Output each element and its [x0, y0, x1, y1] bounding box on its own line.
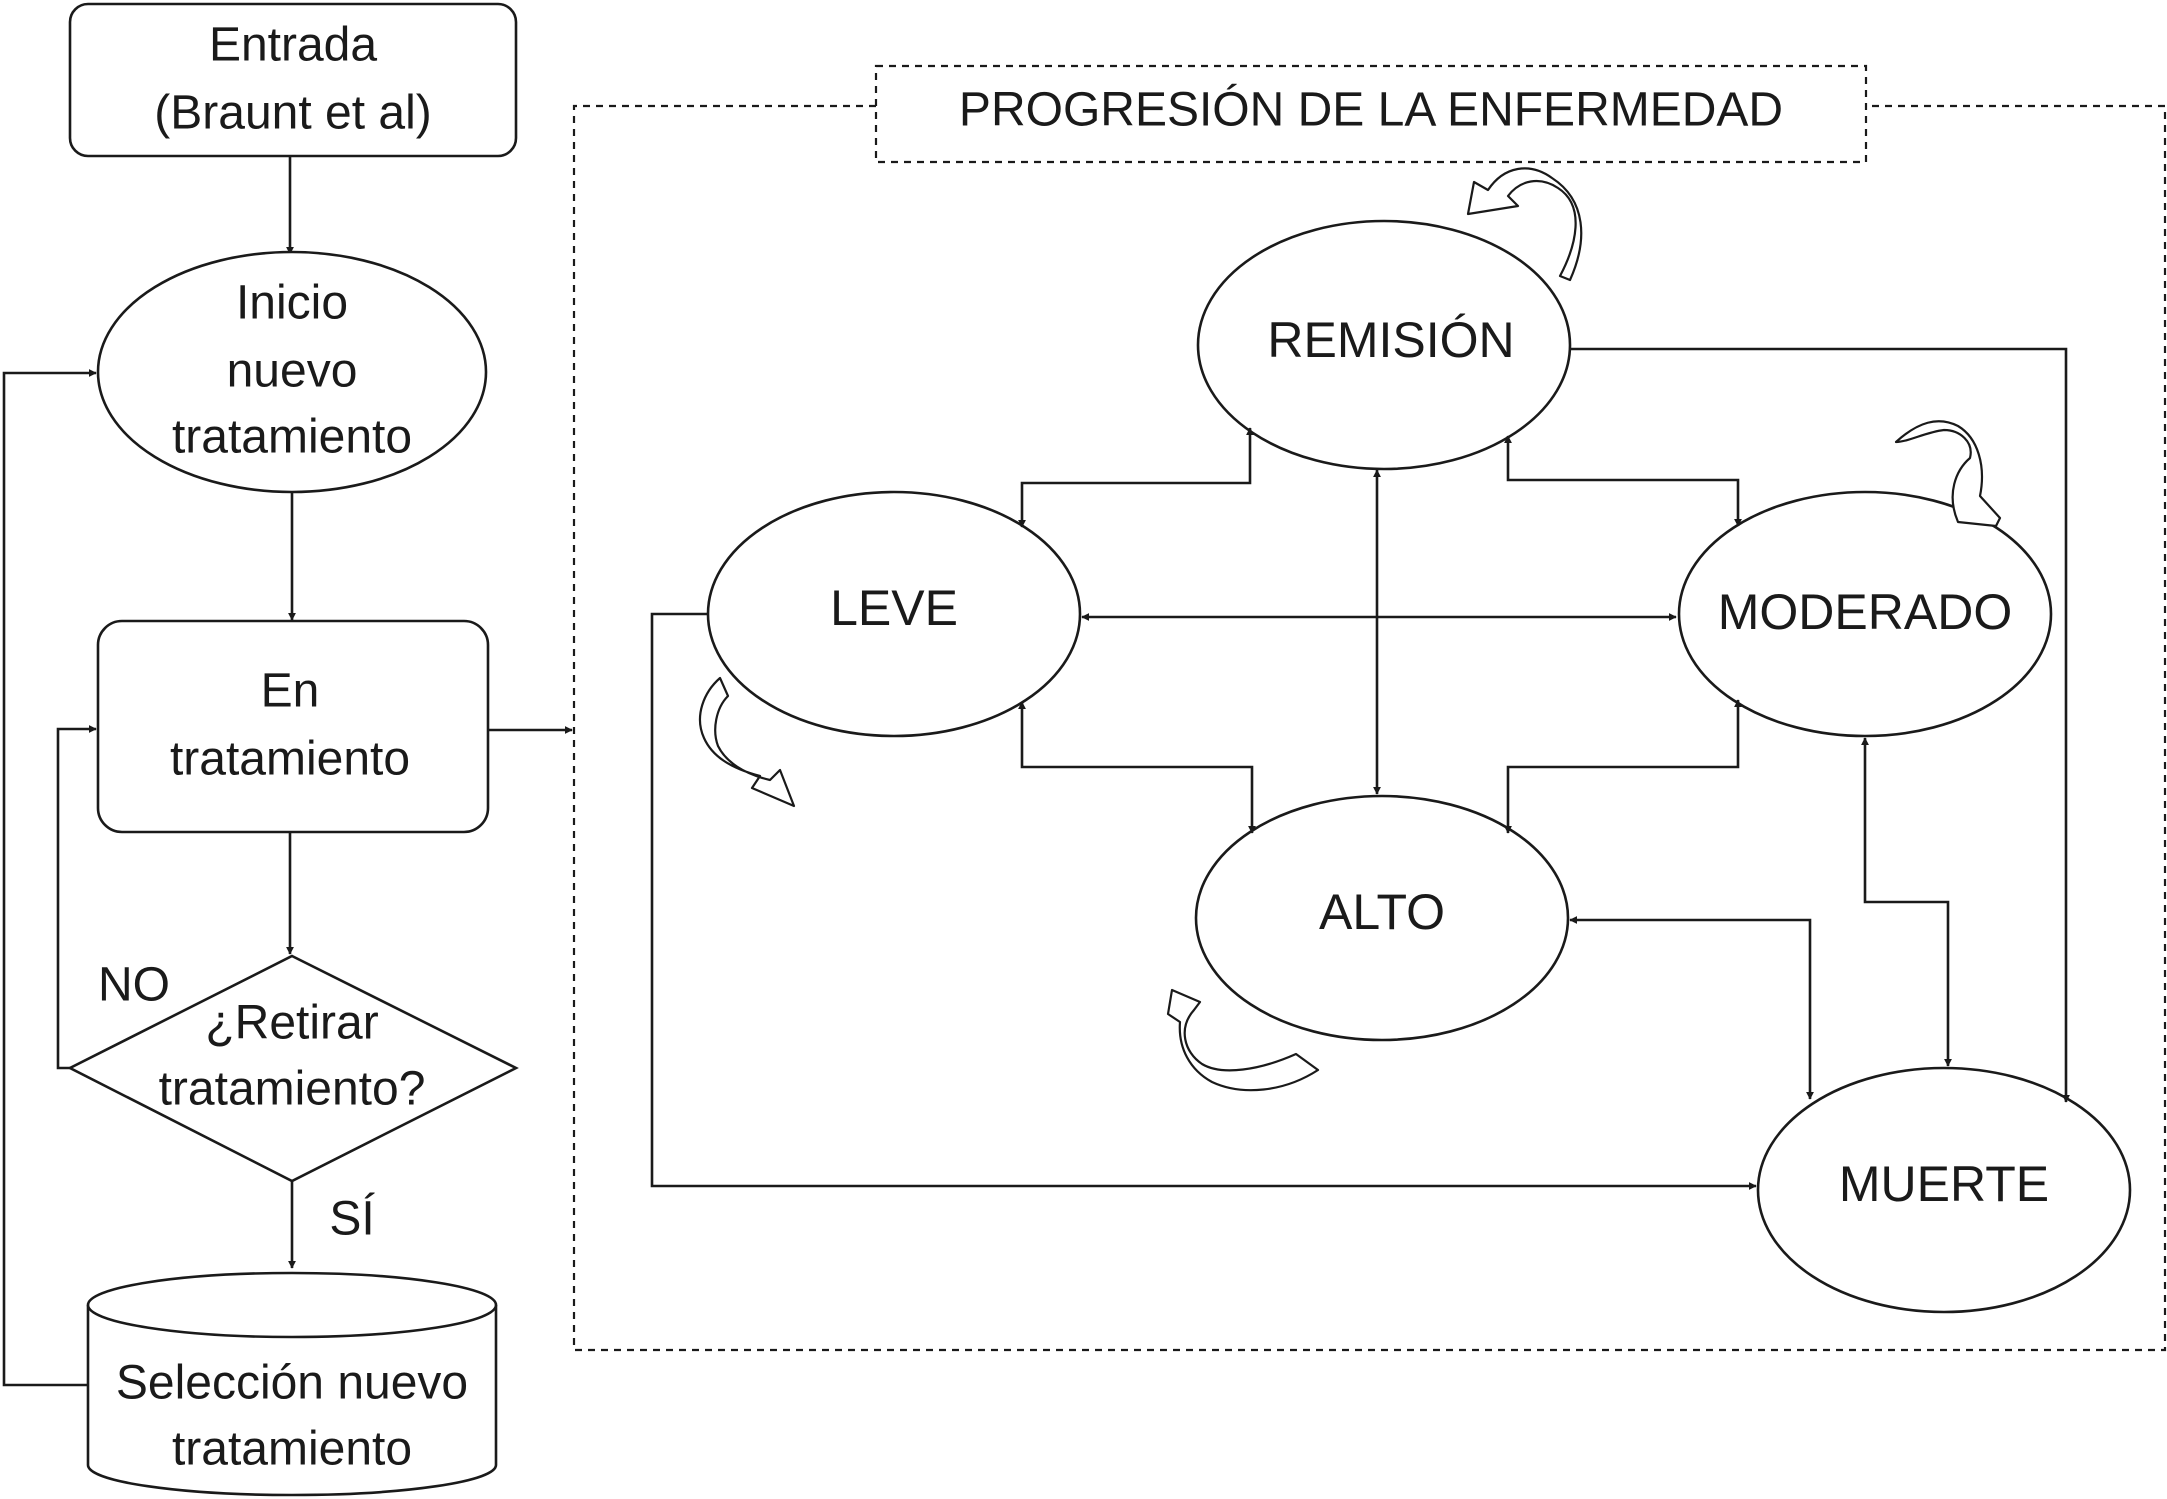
state-muerte: MUERTE: [1756, 1066, 2132, 1314]
transition-remision-muerte: [1570, 347, 2070, 1103]
decision-line1: ¿Retirar: [205, 997, 378, 1050]
state-muerte-label: MUERTE: [1839, 1156, 2049, 1212]
transition-moderado-muerte: [1861, 737, 1952, 1067]
en-tratamiento-line1: En: [261, 665, 320, 718]
entrada-line1: Entrada: [209, 19, 377, 72]
seleccion-line2: tratamiento: [172, 1423, 412, 1476]
progression-dashed-border: [572, 104, 2167, 1352]
seleccion-cylinder: Selección nuevo tratamiento: [86, 1271, 498, 1497]
state-alto: ALTO: [1194, 794, 1570, 1042]
progression-title: PROGRESIÓN DE LA ENFERMEDAD: [959, 83, 1783, 137]
arrow-seleccion-back-to-inicio: [2, 369, 97, 1387]
transition-moderado-alto: [1504, 699, 1742, 834]
en-tratamiento-line2: tratamiento: [170, 733, 410, 786]
retirar-decision-diamond: ¿Retirar tratamiento?: [67, 954, 519, 1183]
decision-yes-label: SÍ: [329, 1193, 375, 1246]
entrada-line2: (Braunt et al): [154, 87, 431, 140]
leve-self-loop-arrow: [699, 676, 796, 808]
state-leve: LEVE: [706, 490, 1082, 738]
transition-alto-muerte: [1569, 916, 1814, 1100]
transition-remision-leve: [1018, 427, 1254, 528]
progression-panel: PROGRESIÓN DE LA ENFERMEDAD REMISIÓN LEV…: [572, 64, 2167, 1352]
transition-remision-moderado: [1504, 435, 1742, 527]
arrow-no-back-to-tratamiento: [56, 725, 97, 1070]
transition-leve-muerte: [650, 612, 1757, 1190]
en-tratamiento-box: En tratamiento: [96, 619, 490, 834]
state-moderado-label: MODERADO: [1718, 584, 2012, 640]
decision-no-label: NO: [98, 959, 170, 1012]
seleccion-line1: Selección nuevo: [116, 1357, 468, 1410]
entrada-box: Entrada (Braunt et al): [68, 2, 518, 158]
inicio-ellipse: Inicio nuevo tratamiento: [96, 250, 488, 494]
decision-line2: tratamiento?: [159, 1063, 426, 1116]
inicio-line1: Inicio: [236, 277, 348, 330]
remision-self-loop-arrow: [1466, 167, 1583, 282]
moderado-self-loop-arrow: [1894, 420, 2002, 528]
inicio-line3: tratamiento: [172, 411, 412, 464]
state-moderado: MODERADO: [1677, 490, 2053, 738]
state-remision: REMISIÓN: [1196, 219, 1572, 471]
state-alto-label: ALTO: [1319, 884, 1445, 940]
state-remision-label: REMISIÓN: [1267, 312, 1514, 368]
transition-leve-alto: [1018, 701, 1256, 834]
inicio-line2: nuevo: [227, 345, 358, 398]
progression-title-box: [874, 64, 1868, 164]
alto-self-loop-arrow: [1166, 988, 1320, 1092]
treatment-flowchart: Entrada (Braunt et al) Inicio nuevo trat…: [2, 2, 573, 1497]
state-leve-label: LEVE: [830, 580, 958, 636]
